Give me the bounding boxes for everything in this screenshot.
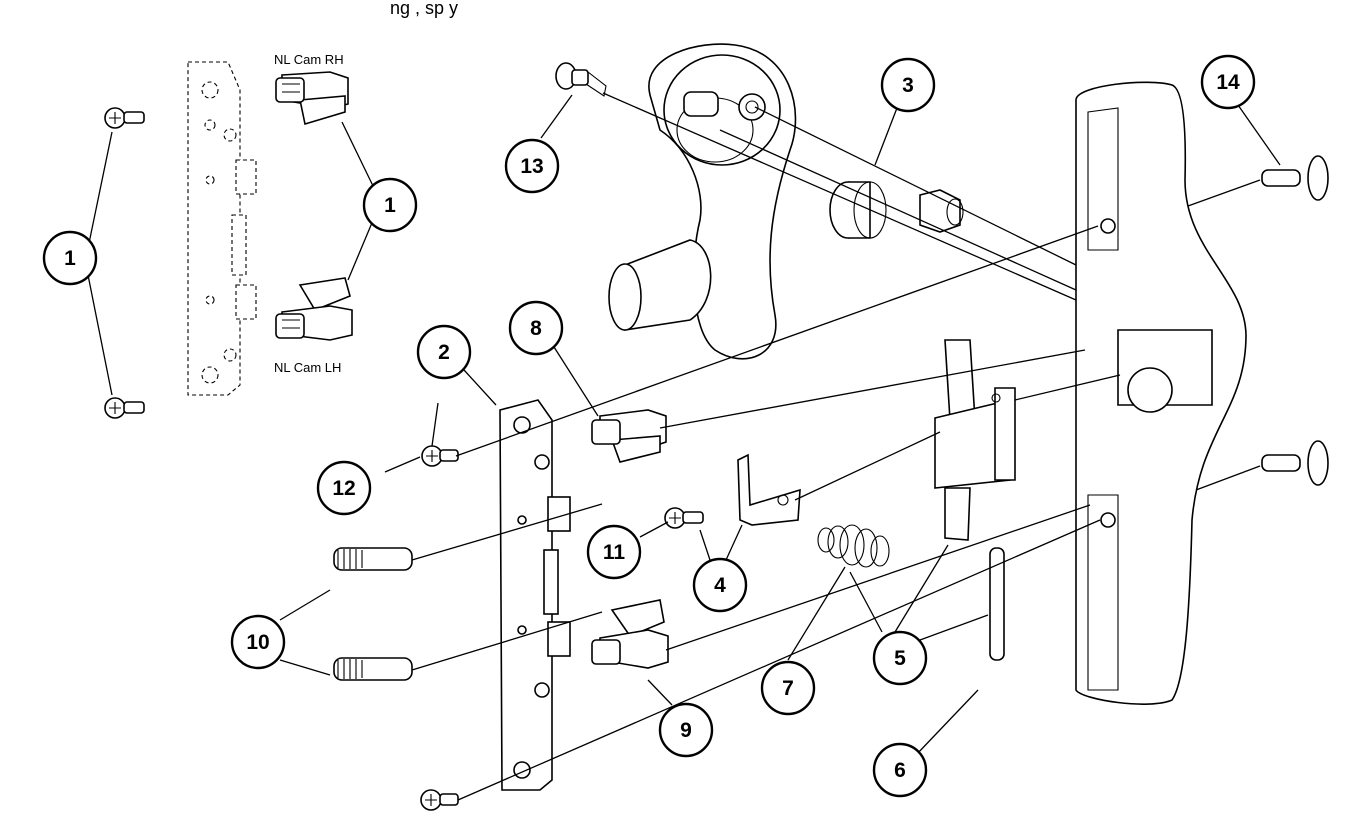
svg-text:2: 2	[438, 341, 450, 364]
spring-7	[817, 524, 890, 568]
svg-text:4: 4	[714, 574, 726, 597]
svg-text:11: 11	[603, 541, 626, 564]
bracket-4	[737, 453, 801, 526]
cam-9	[591, 599, 669, 669]
svg-text:9: 9	[680, 719, 692, 742]
svg-text:5: 5	[894, 647, 906, 670]
callout-6: 6	[872, 742, 928, 798]
cropped-heading-text: ng , sp y	[390, 0, 458, 18]
callout-1-left: 1	[42, 230, 98, 286]
screw-13	[555, 62, 607, 97]
screw-11	[664, 507, 704, 529]
mounting-plate	[499, 399, 571, 791]
callout-4: 4	[692, 557, 748, 613]
pin-6	[989, 547, 1005, 661]
latch-5	[934, 339, 1016, 541]
nl-cam-rh-label: NL Cam RH	[274, 52, 344, 67]
callout-12: 12	[316, 460, 372, 516]
mounting-plate-dashed	[187, 61, 257, 396]
screw-14-bottom	[1261, 440, 1329, 486]
svg-text:1: 1	[384, 194, 396, 217]
svg-text:6: 6	[894, 759, 906, 782]
callout-3: 3	[880, 57, 936, 113]
callout-2: 2	[416, 324, 472, 380]
callout-8: 8	[508, 300, 564, 356]
svg-text:14: 14	[1216, 71, 1240, 94]
lever-handle	[608, 43, 797, 360]
stud-10-bottom	[333, 657, 413, 681]
svg-text:12: 12	[332, 477, 355, 500]
screw-top-left	[104, 107, 145, 129]
callout-5: 5	[872, 630, 928, 686]
leader-lines	[87, 92, 1281, 801]
svg-text:8: 8	[530, 317, 542, 340]
svg-text:3: 3	[902, 74, 914, 97]
bushing-ring	[829, 181, 887, 239]
screw-bottom	[420, 789, 459, 811]
screw-bottom-left	[104, 397, 145, 419]
nl-cam-lh-label: NL Cam LH	[274, 360, 341, 375]
callout-11: 11	[586, 524, 642, 580]
set-screw	[919, 189, 964, 233]
svg-text:13: 13	[520, 155, 543, 178]
screw-12	[421, 445, 459, 467]
svg-text:10: 10	[246, 631, 269, 654]
callout-9: 9	[658, 702, 714, 758]
svg-text:1: 1	[64, 247, 76, 270]
cam-8	[591, 409, 667, 463]
callout-10: 10	[230, 614, 286, 670]
screw-14-top	[1261, 155, 1329, 201]
callout-7: 7	[760, 660, 816, 716]
callout-1-cams: 1	[362, 177, 418, 233]
callout-13: 13	[504, 138, 560, 194]
nl-cam-lh	[275, 277, 353, 341]
stud-10-top	[333, 547, 413, 571]
escutcheon-housing	[1075, 81, 1247, 705]
svg-text:7: 7	[782, 677, 794, 700]
callout-14: 14	[1200, 54, 1256, 110]
nl-cam-rh	[275, 71, 349, 126]
